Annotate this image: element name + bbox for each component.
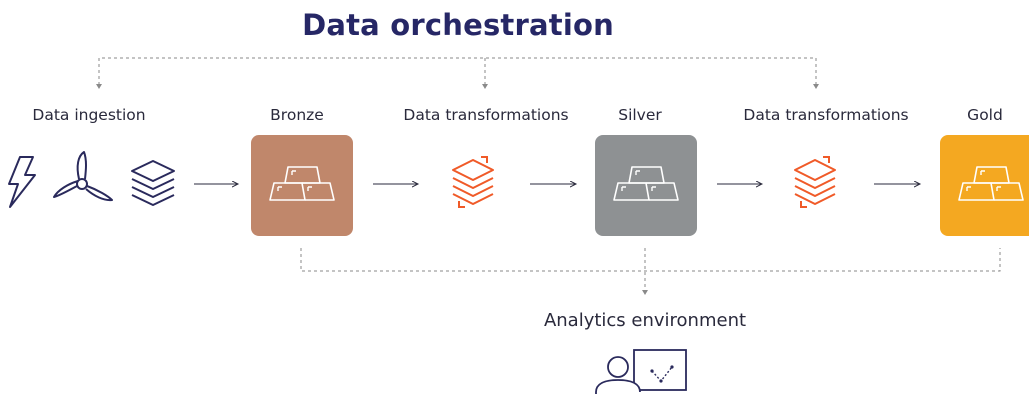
person-presentation-icon (595, 349, 687, 394)
label-analytics-environment: Analytics environment (543, 310, 747, 331)
layers-icon (131, 160, 175, 206)
label-silver: Silver (618, 106, 662, 124)
gold-tile (940, 135, 1029, 236)
lightning-icon (8, 156, 36, 208)
layered-sync-icon (794, 156, 836, 208)
diagram-title: Data orchestration (302, 8, 614, 42)
label-bronze: Bronze (270, 106, 324, 124)
layered-sync-icon (452, 156, 494, 208)
wind-turbine-icon (53, 151, 113, 202)
bronze-tile (251, 135, 353, 236)
label-data-ingestion: Data ingestion (32, 106, 146, 124)
label-data-transformations-1: Data transformations (403, 106, 569, 124)
label-data-transformations-2: Data transformations (743, 106, 909, 124)
orchestration-connector (96, 57, 819, 89)
silver-tile (595, 135, 697, 236)
label-gold: Gold (967, 106, 1003, 124)
analytics-connector (300, 248, 1001, 295)
